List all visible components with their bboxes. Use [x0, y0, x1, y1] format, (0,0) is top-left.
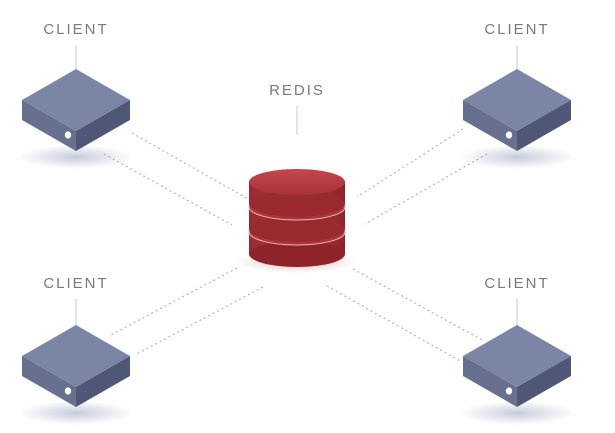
label-client-bl: CLIENT — [43, 275, 108, 292]
connector-tl-1 — [131, 132, 249, 200]
database-icon — [237, 169, 357, 273]
leader-lines — [75, 45, 518, 325]
connector-bl-2 — [134, 286, 264, 356]
connector-tr-1 — [356, 128, 464, 198]
redis-database — [237, 169, 357, 273]
server-box-icon — [459, 69, 575, 169]
label-redis: REDIS — [269, 82, 325, 99]
client-top-left — [18, 69, 134, 169]
label-client-tl: CLIENT — [43, 21, 108, 38]
server-box-icon — [18, 69, 134, 169]
server-box-icon — [18, 325, 134, 425]
client-bottom-right — [459, 325, 575, 425]
connector-br-2 — [326, 285, 463, 363]
connector-br-1 — [352, 268, 485, 342]
client-top-right — [459, 69, 575, 169]
label-client-br: CLIENT — [484, 275, 549, 292]
connector-tl-2 — [103, 153, 233, 226]
connector-bl-1 — [108, 267, 238, 337]
label-client-tr: CLIENT — [484, 21, 549, 38]
connectors — [103, 128, 488, 363]
server-box-icon — [459, 325, 575, 425]
connector-tr-2 — [364, 153, 488, 225]
client-bottom-left — [18, 325, 134, 425]
